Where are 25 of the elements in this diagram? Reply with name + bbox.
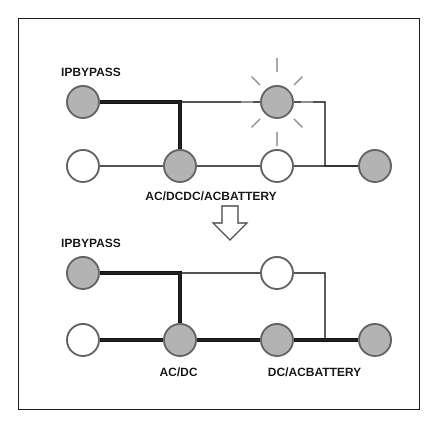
connector-line <box>197 165 260 167</box>
circle-node <box>358 149 392 183</box>
connector-line <box>100 271 182 323</box>
component-label: DC/ACBATTERY <box>268 365 362 379</box>
connector-line <box>294 338 358 342</box>
circle-node <box>66 85 100 119</box>
component-label: IPBYPASS <box>61 65 121 79</box>
circle-node <box>66 149 100 183</box>
component-label: AC/DC <box>160 365 198 379</box>
circle-node <box>260 85 294 119</box>
circle-node <box>66 256 100 290</box>
connector-line <box>100 100 182 149</box>
circle-node <box>163 323 197 357</box>
component-label: AC/DCDC/ACBATTERY <box>145 189 277 203</box>
circle-node <box>260 323 294 357</box>
circle-node <box>260 149 294 183</box>
circle-node <box>163 149 197 183</box>
connector-line <box>100 165 163 167</box>
connector-line <box>197 338 260 342</box>
circle-node <box>66 323 100 357</box>
component-label: IPBYPASS <box>61 236 121 250</box>
connector-line <box>294 165 358 167</box>
circle-node <box>260 256 294 290</box>
connector-line <box>100 338 163 342</box>
circle-node <box>358 323 392 357</box>
